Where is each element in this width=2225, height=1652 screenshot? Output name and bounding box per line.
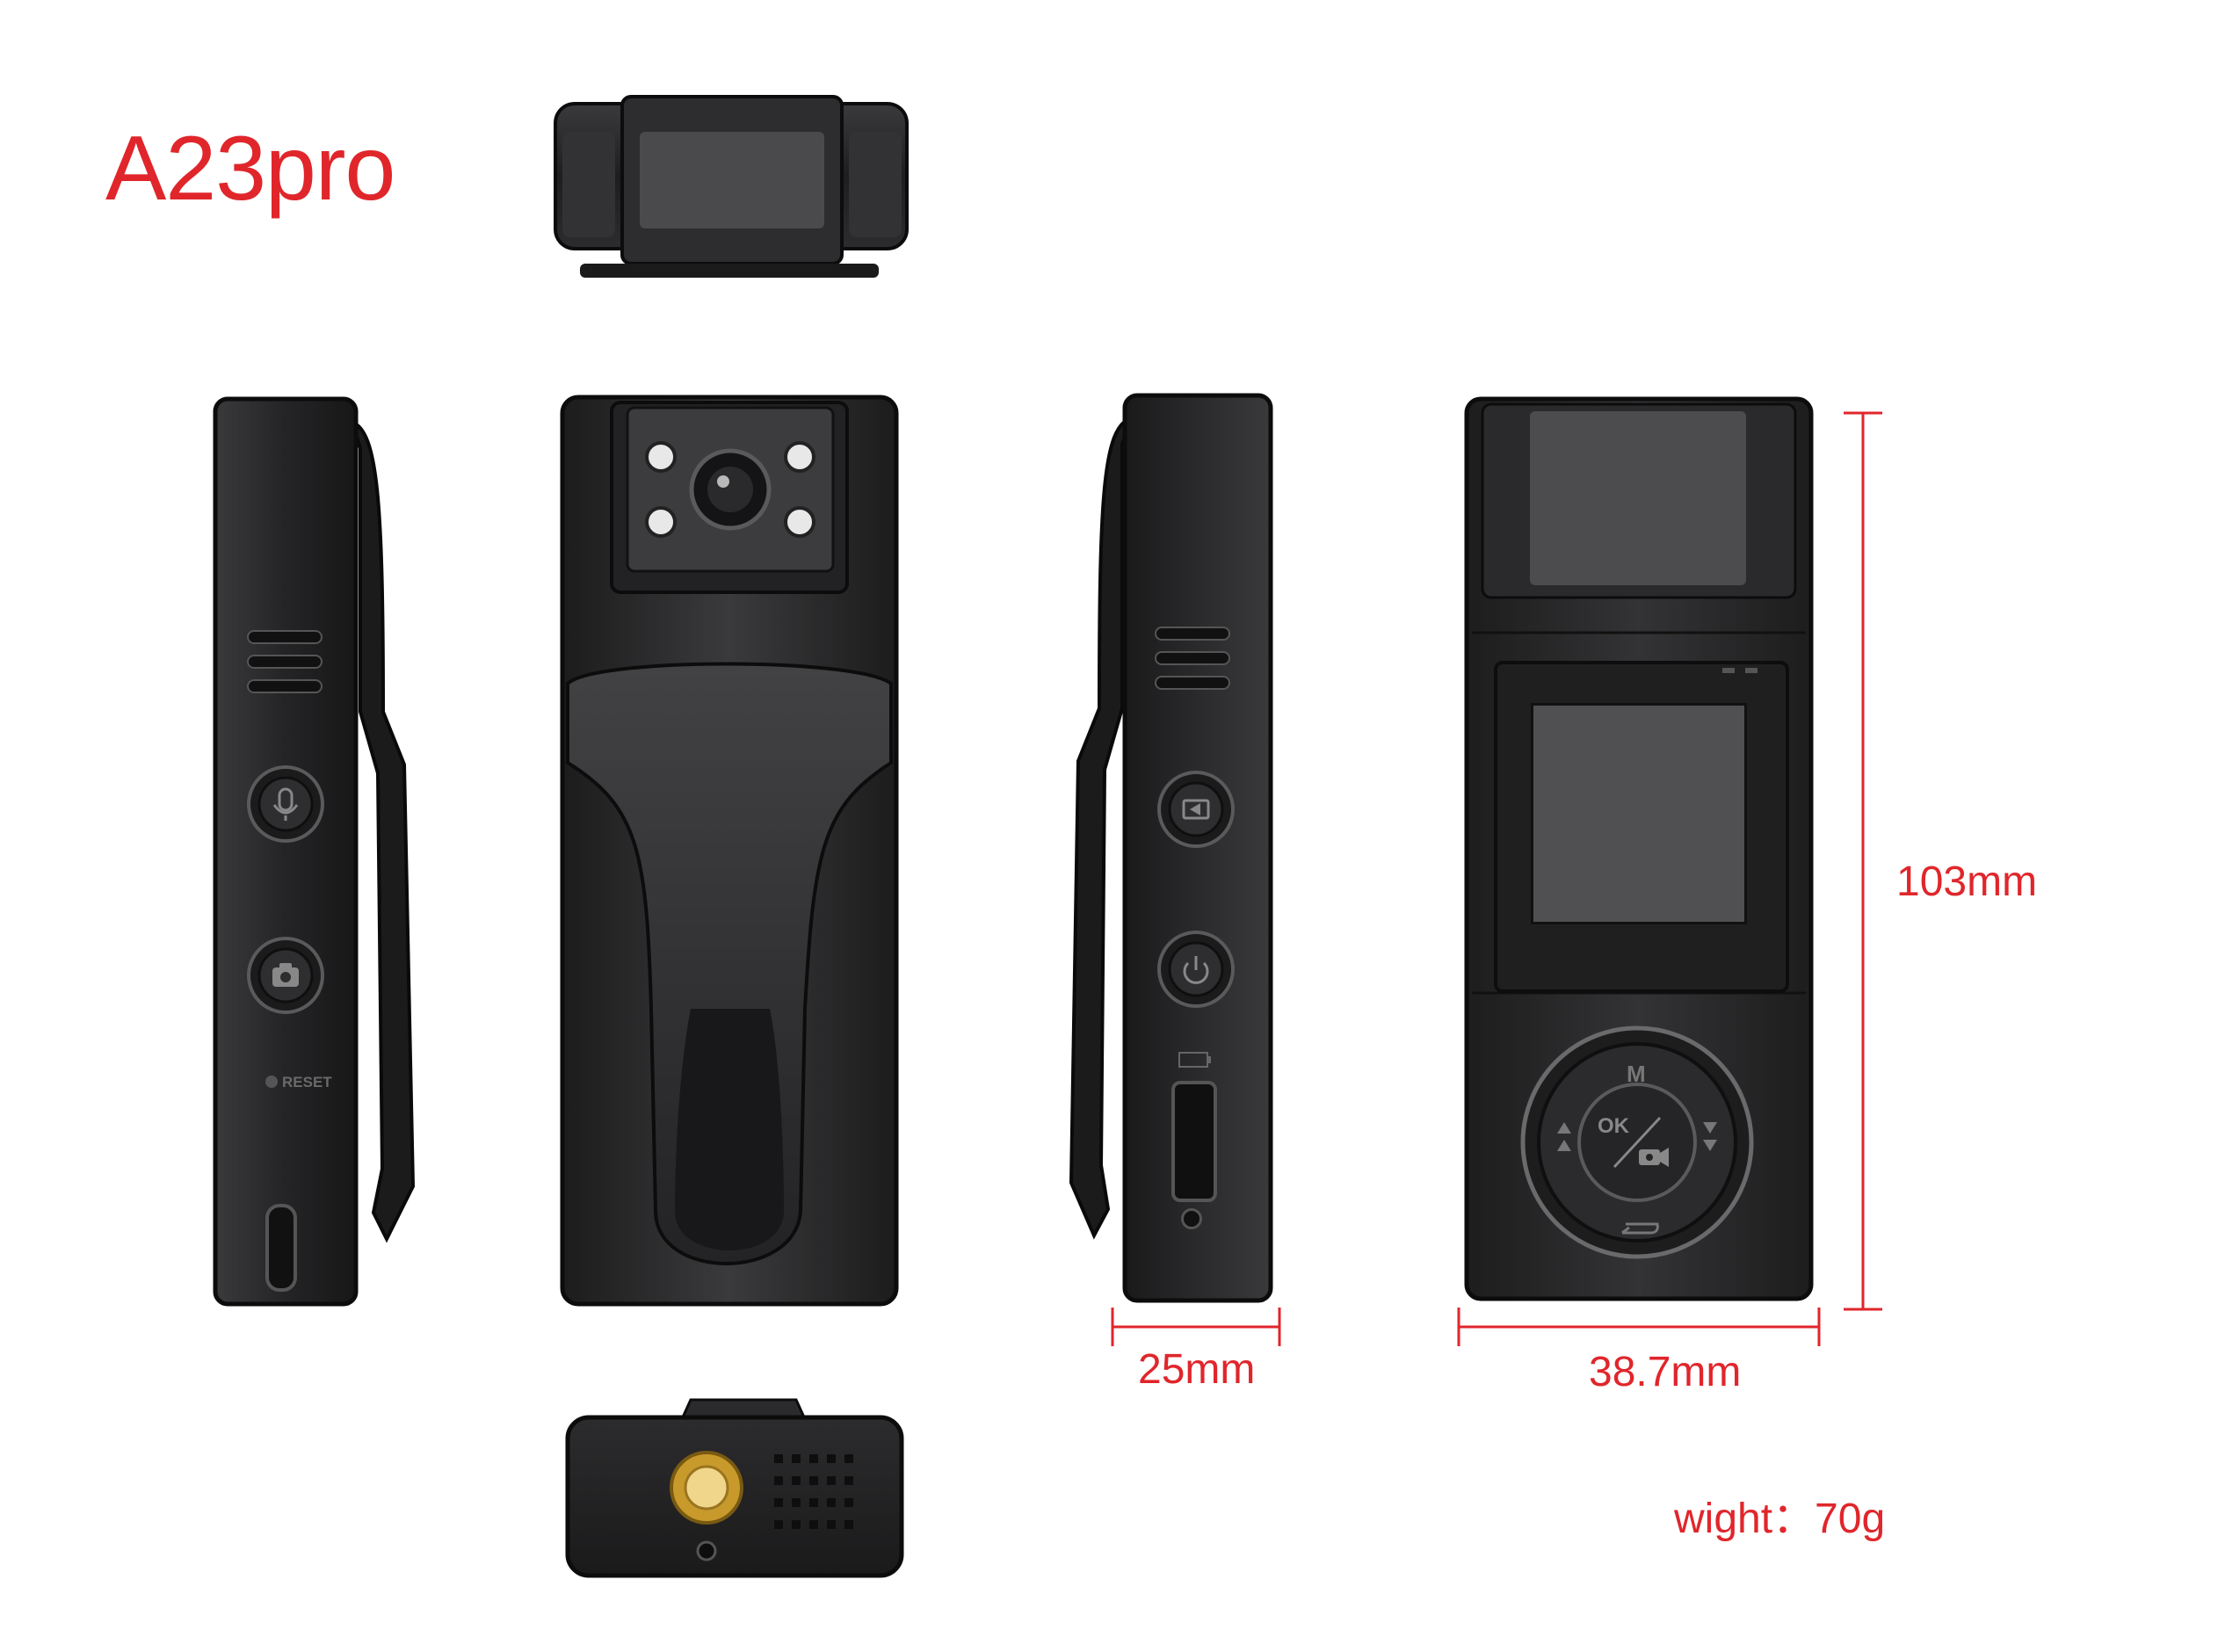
power-icon xyxy=(1183,956,1209,984)
power-button[interactable] xyxy=(1156,930,1236,1009)
width-label: 38.7mm xyxy=(1589,1349,1742,1395)
playback-icon xyxy=(1182,799,1210,820)
device-top-view xyxy=(554,95,909,278)
dimension-line-thickness xyxy=(1111,1308,1281,1346)
product-title: A23pro xyxy=(105,118,395,220)
ok-label: OK xyxy=(1598,1114,1629,1138)
lens-icon xyxy=(689,448,772,531)
sd-card-slot[interactable] xyxy=(1171,1081,1217,1202)
back-arrow-icon xyxy=(1621,1222,1659,1235)
up-arrow-icon xyxy=(1557,1122,1571,1151)
dimension-line-width xyxy=(1457,1308,1821,1346)
indicator-light xyxy=(1745,668,1758,673)
speaker-grille xyxy=(774,1454,853,1529)
device-left-side-view xyxy=(213,396,416,1307)
ok-record-button[interactable] xyxy=(1576,1081,1699,1204)
camera-icon xyxy=(272,963,299,987)
device-right-side-view xyxy=(1069,393,1273,1303)
usb-port xyxy=(265,1204,297,1292)
weight-label: wight：70g xyxy=(1674,1496,1886,1542)
battery-icon xyxy=(1178,1052,1211,1068)
camera-module xyxy=(626,406,835,573)
dimension-line-height xyxy=(1844,411,1882,1311)
reset-label: RESET xyxy=(282,1074,332,1090)
lcd-screen xyxy=(1531,703,1747,924)
video-camera-icon xyxy=(1639,1148,1669,1167)
height-label: 103mm xyxy=(1896,859,2038,905)
ir-led-icon xyxy=(645,441,815,538)
tripod-mount-icon xyxy=(670,1451,743,1525)
device-bottom-view xyxy=(565,1398,904,1578)
mode-label: M xyxy=(1627,1061,1646,1087)
photo-button[interactable] xyxy=(246,936,325,1015)
thickness-label: 25mm xyxy=(1138,1346,1256,1393)
microphone-icon xyxy=(272,787,299,821)
microphone-hole xyxy=(1181,1208,1202,1229)
speaker-vent xyxy=(247,630,323,644)
mic-button[interactable] xyxy=(246,764,325,844)
reset-hole[interactable] xyxy=(265,1076,278,1088)
indicator-light xyxy=(1722,668,1735,673)
down-arrow-icon xyxy=(1703,1122,1717,1151)
playback-button[interactable] xyxy=(1156,770,1236,849)
